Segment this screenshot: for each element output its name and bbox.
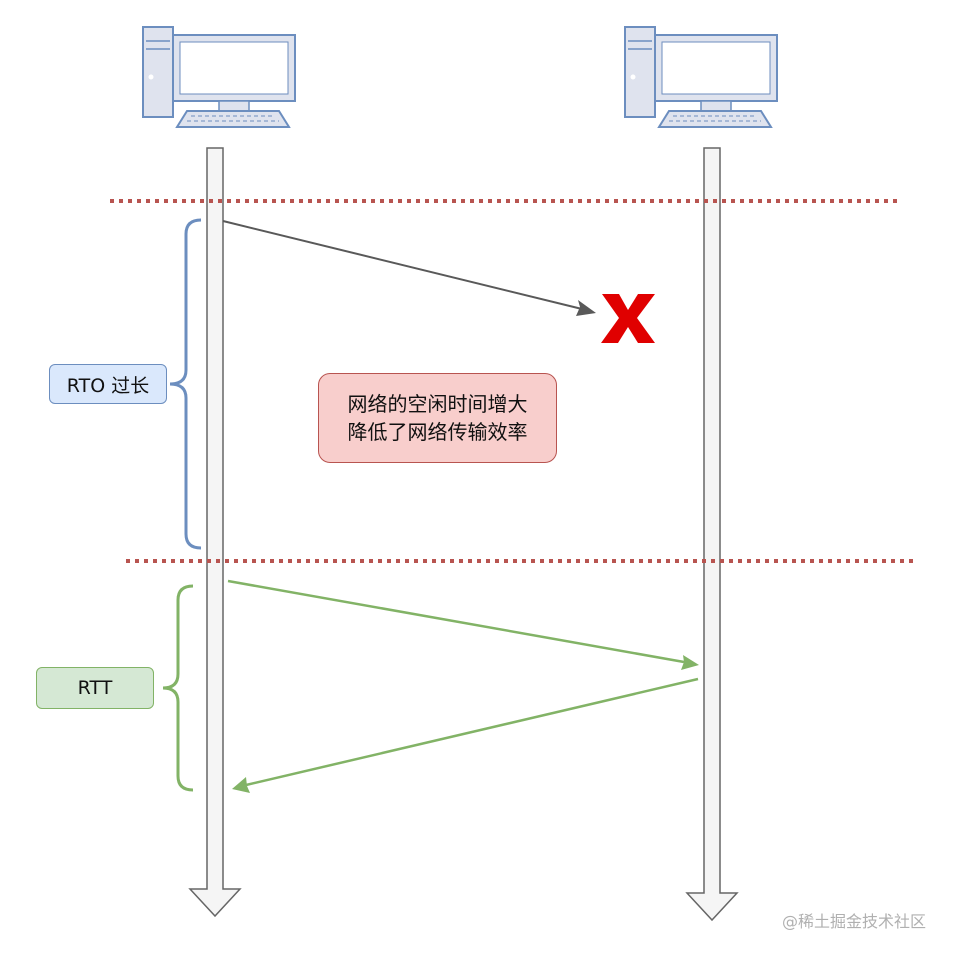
watermark: @稀土掘金技术社区 [781, 912, 926, 931]
lost-packet-arrow [222, 220, 583, 310]
rtt-response-arrowhead [232, 777, 250, 793]
left-computer-icon [142, 26, 296, 128]
note-line-1: 网络的空闲时间增大 [347, 392, 528, 416]
rtt-brace [162, 584, 194, 792]
rto-label-text: RTO 过长 [66, 374, 150, 397]
note-line-2: 降低了网络传输效率 [347, 420, 528, 444]
left-lifeline [188, 147, 242, 918]
rtt-label: RTT [36, 667, 154, 709]
rtt-label-text: RTT [77, 677, 113, 699]
rtt-request-arrow [227, 579, 685, 664]
lost-packet-arrowhead [576, 300, 596, 316]
rtt-request-arrowhead [681, 655, 699, 670]
rtt-response-arrow [245, 677, 699, 787]
right-computer-icon [624, 26, 778, 128]
right-lifeline [685, 147, 739, 922]
rto-label: RTO 过长 [49, 364, 167, 404]
note-box: 网络的空闲时间增大 降低了网络传输效率 [318, 373, 557, 463]
rto-brace [169, 218, 202, 550]
lost-cross-icon [601, 294, 655, 343]
